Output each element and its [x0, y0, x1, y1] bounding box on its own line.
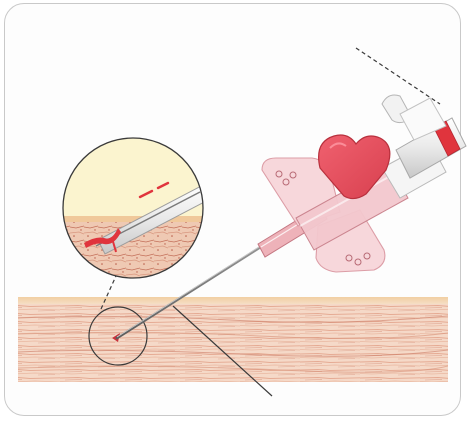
zoom-inset [60, 136, 212, 292]
skin-surface [18, 297, 448, 305]
skin-layer [18, 297, 448, 382]
